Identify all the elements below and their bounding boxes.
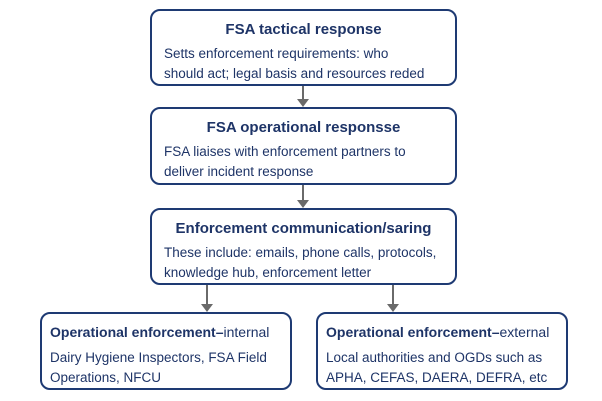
arrow-communication-to-internal [200, 285, 214, 312]
node-fsa-operational-response: FSA operational responsse FSA liaises wi… [150, 107, 457, 185]
arrow-head-icon [297, 99, 309, 107]
arrow-shaft [206, 285, 208, 304]
node-title: Enforcement communication/saring [175, 220, 432, 237]
node-title: Operational enforcement–external [318, 314, 566, 342]
node-fsa-tactical-response: FSA tactical response Setts enforcement … [150, 9, 457, 86]
node-body-line: deliver incident response [164, 163, 314, 179]
node-title-regular: external [499, 324, 550, 340]
node-body-line: Setts enforcement requirements: who [164, 46, 389, 61]
arrow-shaft [392, 285, 394, 304]
node-body-line: APHA, CEFAS, DAERA, DEFRA, etc [326, 369, 548, 385]
arrow-shaft [302, 86, 304, 99]
node-body: These include: emails, phone calls, prot… [152, 238, 455, 282]
node-body: Local authorities and OGDs such as APHA,… [318, 342, 566, 387]
node-title-bold: Operational enforcement– [50, 324, 224, 340]
node-title: FSA operational responsse [206, 119, 401, 136]
arrow-shaft [302, 185, 304, 200]
arrow-tactical-to-operational [296, 86, 310, 107]
node-body-line: These include: emails, phone calls, prot… [164, 245, 437, 260]
arrow-head-icon [387, 304, 399, 312]
node-body-line: FSA liaises with enforcement partners to [164, 144, 406, 159]
node-title-regular: internal [223, 324, 270, 340]
node-body-line: Dairy Hygiene Inspectors, FSA Field [50, 350, 267, 365]
node-body-line: Operations, NFCU [50, 369, 162, 385]
arrow-communication-to-external [386, 285, 400, 312]
node-body-line: should act; legal basis and resources re… [164, 65, 425, 81]
node-title-bold: Operational enforcement– [326, 324, 500, 340]
node-body: Setts enforcement requirements: who shou… [152, 39, 455, 83]
arrow-operational-to-communication [296, 185, 310, 208]
node-body: FSA liaises with enforcement partners to… [152, 137, 455, 181]
node-body: Dairy Hygiene Inspectors, FSA Field Oper… [42, 342, 290, 387]
node-operational-enforcement-external: Operational enforcement–external Local a… [316, 312, 568, 390]
node-body-line: Local authorities and OGDs such as [326, 350, 543, 365]
node-operational-enforcement-internal: Operational enforcement–internal Dairy H… [40, 312, 292, 390]
node-body-line: knowledge hub, enforcement letter [164, 264, 372, 280]
arrow-head-icon [297, 200, 309, 208]
arrow-head-icon [201, 304, 213, 312]
node-title: FSA tactical response [225, 21, 382, 38]
node-enforcement-communication: Enforcement communication/saring These i… [150, 208, 457, 285]
node-title: Operational enforcement–internal [42, 314, 290, 342]
